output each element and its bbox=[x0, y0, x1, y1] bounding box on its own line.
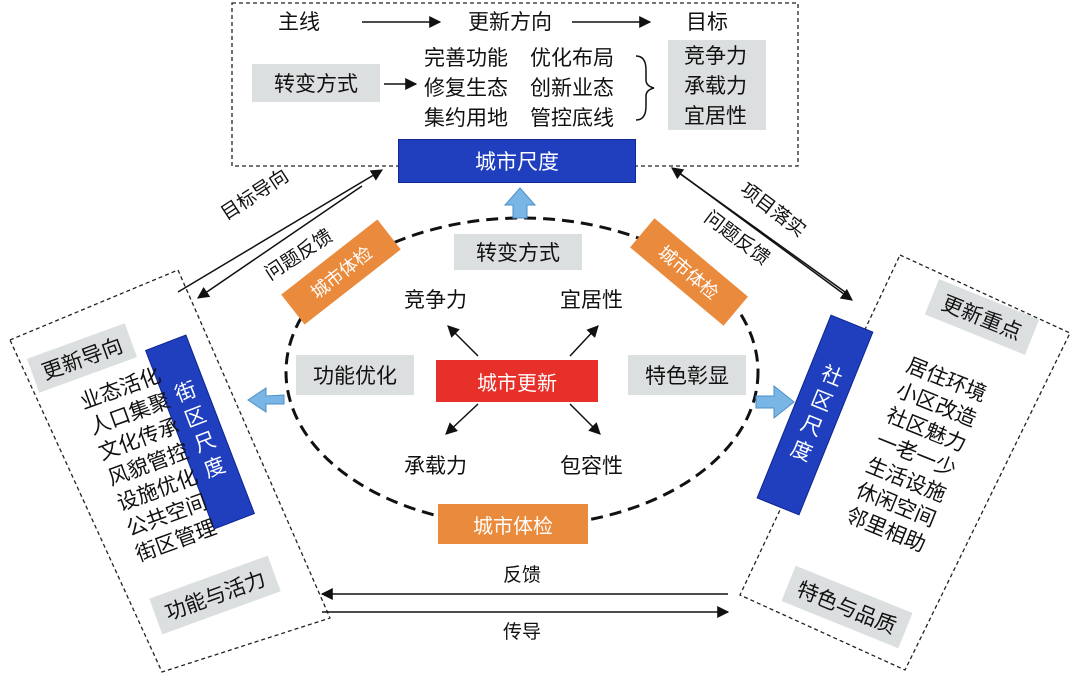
direction-5: 集约用地 bbox=[424, 106, 508, 130]
up-block-arrow-icon bbox=[503, 187, 537, 219]
direction-2: 优化布局 bbox=[530, 46, 614, 70]
checkup-box-bottom: 城市体检 bbox=[438, 504, 588, 544]
function-optimization-label: 功能优化 bbox=[296, 355, 414, 395]
goal-2: 承载力 bbox=[684, 74, 747, 98]
bottom-conduct-label: 传导 bbox=[503, 621, 542, 643]
center-livability: 宜居性 bbox=[560, 288, 623, 312]
bottom-feedback-label: 反馈 bbox=[503, 564, 542, 586]
direction-6: 管控底线 bbox=[530, 106, 614, 130]
header-direction: 更新方向 bbox=[468, 10, 552, 34]
center-competitiveness: 竞争力 bbox=[404, 288, 467, 312]
header-main: 主线 bbox=[278, 10, 320, 34]
left-block-arrow-icon bbox=[247, 387, 285, 413]
city-scale-box: 城市尺度 bbox=[398, 139, 636, 183]
transform-label: 转变方式 bbox=[252, 64, 380, 102]
city-renewal-core: 城市更新 bbox=[436, 360, 598, 402]
center-transform-label: 转变方式 bbox=[454, 234, 582, 270]
direction-1: 完善功能 bbox=[424, 46, 508, 70]
feature-display-label: 特色彰显 bbox=[628, 355, 746, 395]
center-inclusiveness: 包容性 bbox=[560, 454, 623, 478]
goals-box: 竞争力 承载力 宜居性 bbox=[668, 40, 766, 130]
right-block-arrow-icon bbox=[755, 384, 795, 420]
header-goal: 目标 bbox=[686, 10, 728, 34]
goal-3: 宜居性 bbox=[684, 104, 747, 128]
center-capacity: 承载力 bbox=[404, 454, 467, 478]
direction-4: 创新业态 bbox=[530, 76, 614, 100]
goal-1: 竞争力 bbox=[684, 44, 747, 68]
left-dashed-frame bbox=[9, 269, 331, 673]
direction-3: 修复生态 bbox=[424, 76, 508, 100]
